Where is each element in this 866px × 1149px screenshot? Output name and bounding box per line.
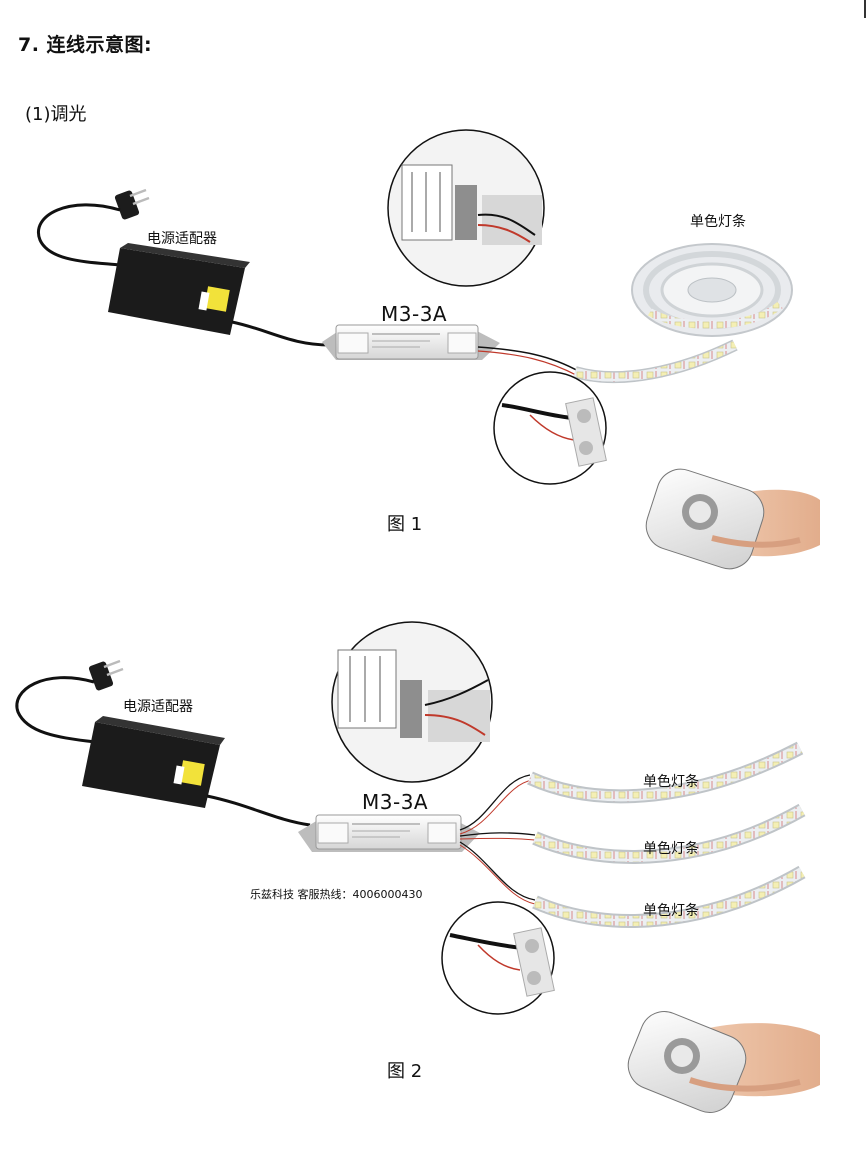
strip-label: 单色灯条 — [690, 214, 746, 230]
plug-icon — [114, 188, 150, 220]
led-strip-reel — [631, 243, 793, 337]
controller-m3-3a — [322, 324, 500, 360]
remote-control-icon — [645, 468, 820, 570]
zoom-lens-icon — [441, 901, 555, 1015]
hotline-text: 乐兹科技 客服热线：4006000430 — [250, 888, 423, 901]
strip-label: 单色灯条 — [643, 774, 699, 790]
led-strip — [532, 865, 806, 928]
zoom-lens-icon — [387, 129, 545, 287]
figure-caption: 图 2 — [387, 1061, 423, 1082]
remote-control-icon — [627, 1011, 820, 1113]
led-strip — [527, 741, 804, 804]
power-adapter — [108, 243, 250, 335]
controller-model-label: M3-3A — [381, 302, 448, 326]
strip-label: 单色灯条 — [643, 903, 699, 919]
figure-caption: 图 1 — [387, 514, 423, 535]
controller-m3-3a — [298, 814, 480, 852]
power-adapter — [82, 716, 225, 808]
figure-1 — [37, 129, 820, 570]
adapter-label: 电源适配器 — [147, 231, 217, 247]
page-edge-marker — [864, 0, 866, 18]
zoom-lens-icon — [493, 371, 607, 485]
led-strip — [532, 803, 806, 864]
section-title: 7. 连线示意图: — [18, 34, 153, 56]
zoom-lens-icon — [331, 621, 493, 783]
plug-icon — [88, 659, 124, 691]
controller-model-label: M3-3A — [362, 790, 429, 814]
subsection-title: (1)调光 — [25, 104, 87, 125]
figure-2 — [15, 621, 820, 1113]
adapter-label: 电源适配器 — [123, 699, 193, 715]
strip-label: 单色灯条 — [643, 841, 699, 857]
